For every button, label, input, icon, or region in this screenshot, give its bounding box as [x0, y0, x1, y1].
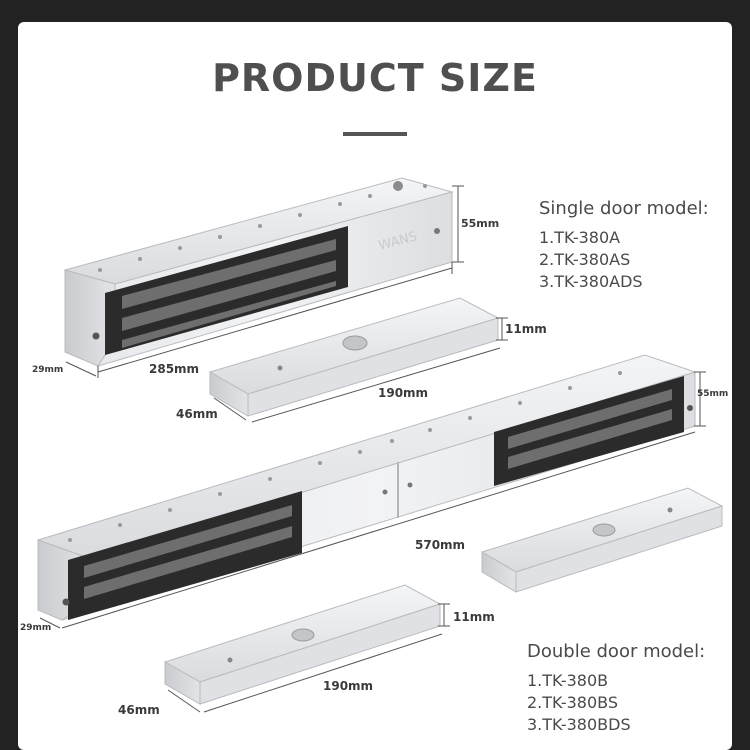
- double-door-magnet: [36, 354, 697, 621]
- single-depth-label: 29mm: [32, 365, 63, 375]
- single-model-3: 3.TK-380ADS: [539, 272, 643, 291]
- single-armature-plate: [208, 297, 500, 417]
- single-door-heading: Single door model:: [539, 198, 709, 219]
- double-length-label: 570mm: [415, 538, 465, 552]
- double-armature-plate-bottom: [163, 584, 442, 705]
- single-plate-width-label: 46mm: [176, 407, 218, 421]
- single-door-models: Single door model: 1.TK-380A 2.TK-380AS …: [539, 198, 709, 293]
- single-plate-length-label: 190mm: [378, 386, 428, 400]
- double-plate-thickness-label: 11mm: [453, 610, 495, 624]
- double-door-models: Double door model: 1.TK-380B 2.TK-380BS …: [527, 641, 705, 736]
- double-depth-label: 29mm: [20, 623, 51, 633]
- double-model-2: 2.TK-380BS: [527, 693, 619, 712]
- double-model-1: 1.TK-380B: [527, 671, 609, 690]
- single-model-2: 2.TK-380AS: [539, 250, 631, 269]
- double-plate-width-label: 46mm: [118, 703, 160, 717]
- double-armature-plate-right: [480, 487, 724, 593]
- page-title: PRODUCT SIZE: [212, 56, 538, 100]
- double-plate-length-label: 190mm: [323, 679, 373, 693]
- single-height-label: 55mm: [461, 217, 499, 230]
- double-door-heading: Double door model:: [527, 641, 706, 662]
- single-plate-thickness-label: 11mm: [505, 322, 547, 336]
- title-underline: [343, 132, 407, 136]
- double-height-label: 55mm: [697, 389, 728, 399]
- dimension-lines: [39, 185, 706, 713]
- single-door-magnet: WANS: [63, 177, 454, 367]
- single-model-1: 1.TK-380A: [539, 228, 621, 247]
- double-model-3: 3.TK-380BDS: [527, 715, 631, 734]
- single-length-label: 285mm: [149, 362, 199, 376]
